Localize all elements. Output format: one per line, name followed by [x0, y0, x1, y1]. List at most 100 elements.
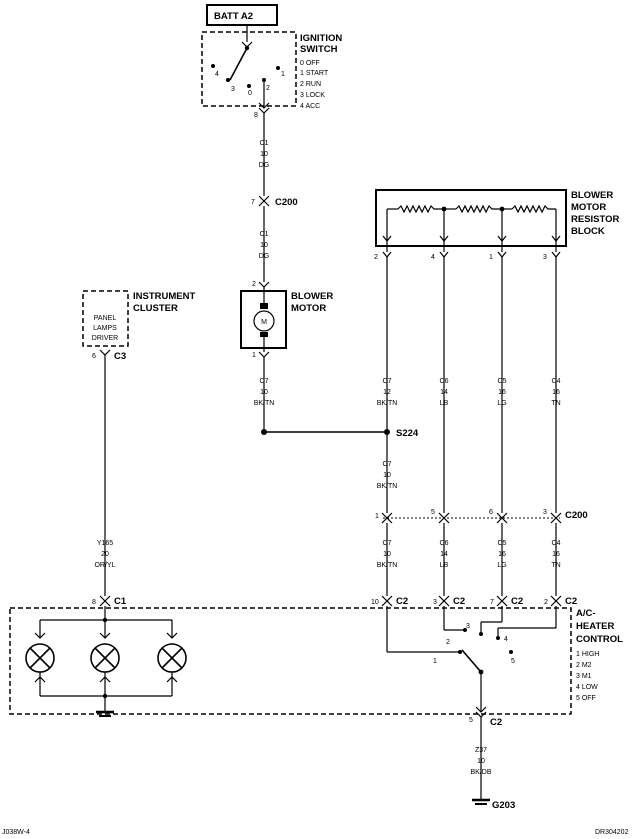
svg-text:10: 10: [371, 599, 379, 606]
svg-text:5: 5: [431, 509, 435, 516]
blower-motor-title: BLOWER MOTOR: [291, 291, 333, 314]
svg-text:MOTOR: MOTOR: [571, 202, 606, 213]
svg-text:4: 4: [215, 71, 219, 78]
svg-text:0 OFF: 0 OFF: [300, 60, 320, 67]
footer-right: DR304202: [595, 829, 629, 836]
svg-text:2: 2: [266, 85, 270, 92]
c200-right-connector: [381, 512, 562, 524]
svg-text:Z37: Z37: [475, 747, 487, 754]
svg-text:C7: C7: [383, 540, 392, 547]
svg-text:3: 3: [543, 509, 547, 516]
svg-text:DG: DG: [259, 253, 270, 260]
wire-label-ign-upper: C1 10 DG: [259, 140, 270, 169]
c2-label-1: C2: [396, 596, 408, 607]
c3-label: C3: [114, 351, 126, 362]
svg-text:HEATER: HEATER: [576, 621, 614, 632]
ac-title: A/C- HEATER CONTROL: [576, 608, 623, 645]
g203-label: G203: [492, 800, 515, 811]
svg-text:LB: LB: [440, 400, 449, 407]
svg-text:3 LOCK: 3 LOCK: [300, 92, 325, 99]
svg-text:1: 1: [281, 71, 285, 78]
svg-text:C4: C4: [552, 378, 561, 385]
svg-text:TN: TN: [551, 562, 560, 569]
wire-label-c7-top: C7 12 BK/TN: [377, 378, 398, 407]
ac-switch-labels: 3 2 4 1 5: [433, 623, 515, 665]
wire-label-c6-bot: C6 14 LB: [440, 540, 449, 569]
svg-text:14: 14: [440, 551, 448, 558]
svg-text:C5: C5: [498, 378, 507, 385]
wire-label-c5-top: C5 16 LG: [497, 378, 506, 407]
svg-text:C7: C7: [383, 461, 392, 468]
svg-text:4: 4: [504, 636, 508, 643]
blower-motor-pin-2: 2: [252, 281, 256, 288]
svg-text:LG: LG: [497, 562, 506, 569]
svg-text:4 ACC: 4 ACC: [300, 103, 320, 110]
wire-label-c7-bot: C7 10 BK/TN: [377, 540, 398, 569]
svg-text:LB: LB: [440, 562, 449, 569]
svg-text:10: 10: [260, 242, 268, 249]
svg-text:2 M2: 2 M2: [576, 662, 592, 669]
c200-top-pin: 7: [251, 199, 255, 206]
svg-text:16: 16: [498, 389, 506, 396]
svg-text:BK/DB: BK/DB: [470, 769, 491, 776]
batt-label: BATT A2: [214, 11, 253, 22]
ignition-positions: 0 OFF 1 START 2 RUN 3 LOCK 4 ACC: [300, 60, 329, 110]
svg-text:2 RUN: 2 RUN: [300, 81, 321, 88]
c200-right-pins: 1 5 6 3: [375, 509, 547, 520]
cluster-pin: 6: [92, 353, 96, 360]
wire-label-c4-bot: C4 16 TN: [551, 540, 560, 569]
svg-text:C1: C1: [260, 231, 269, 238]
svg-text:DG: DG: [259, 162, 270, 169]
wire-label-z37: Z37 10 BK/DB: [470, 747, 491, 776]
svg-text:3 M1: 3 M1: [576, 673, 592, 680]
g203-ground-icon: [472, 798, 490, 805]
svg-text:C6: C6: [440, 540, 449, 547]
svg-text:1: 1: [375, 513, 379, 520]
svg-text:12: 12: [383, 389, 391, 396]
svg-text:10: 10: [383, 551, 391, 558]
batt-box: [206, 4, 278, 26]
svg-text:DRIVER: DRIVER: [92, 335, 118, 342]
svg-text:BK/TN: BK/TN: [377, 562, 398, 569]
svg-text:BK/TN: BK/TN: [254, 400, 275, 407]
ac-heater-control-box: [9, 607, 572, 715]
c2-label-2: C2: [453, 596, 465, 607]
ignition-title: IGNITION SWITCH: [300, 33, 342, 55]
svg-text:CONTROL: CONTROL: [576, 634, 623, 645]
svg-text:1: 1: [433, 658, 437, 665]
svg-text:LG: LG: [497, 400, 506, 407]
svg-text:RESISTOR: RESISTOR: [571, 214, 620, 225]
svg-text:PANEL: PANEL: [94, 315, 117, 322]
ignition-out-pin: 8: [254, 112, 258, 119]
svg-text:16: 16: [552, 389, 560, 396]
svg-text:INSTRUMENT: INSTRUMENT: [133, 291, 195, 302]
c2-label-4: C2: [565, 596, 577, 607]
ac-positions: 1 HIGH 2 M2 3 M1 4 LOW 5 OFF: [576, 651, 599, 702]
svg-text:LAMPS: LAMPS: [93, 325, 117, 332]
c200-top-label: C200: [275, 197, 298, 208]
svg-text:5: 5: [511, 658, 515, 665]
lamp-1: [25, 643, 55, 673]
svg-text:10: 10: [260, 389, 268, 396]
svg-text:M: M: [261, 319, 267, 326]
c2-bottom-pin: 5: [469, 717, 473, 724]
svg-text:C7: C7: [383, 378, 392, 385]
svg-text:1 HIGH: 1 HIGH: [576, 651, 599, 658]
cluster-title: INSTRUMENT CLUSTER: [133, 291, 195, 314]
svg-text:3: 3: [543, 254, 547, 261]
lamp-3: [157, 643, 187, 673]
svg-text:MOTOR: MOTOR: [291, 303, 326, 314]
svg-text:2: 2: [544, 599, 548, 606]
svg-text:BK/TN: BK/TN: [377, 483, 398, 490]
svg-text:BLOWER: BLOWER: [571, 190, 613, 201]
footer-left: J038W-4: [2, 829, 30, 836]
svg-text:OR/YL: OR/YL: [94, 562, 115, 569]
svg-text:16: 16: [552, 551, 560, 558]
cluster-box: [82, 290, 129, 347]
svg-text:BLOWER: BLOWER: [291, 291, 333, 302]
c2-bottom-label: C2: [490, 717, 502, 728]
svg-text:3: 3: [231, 86, 235, 93]
svg-text:C1: C1: [260, 140, 269, 147]
c200-right-label: C200: [565, 510, 588, 521]
ignition-pin-labels: 4 3 0 2 1: [215, 71, 285, 97]
